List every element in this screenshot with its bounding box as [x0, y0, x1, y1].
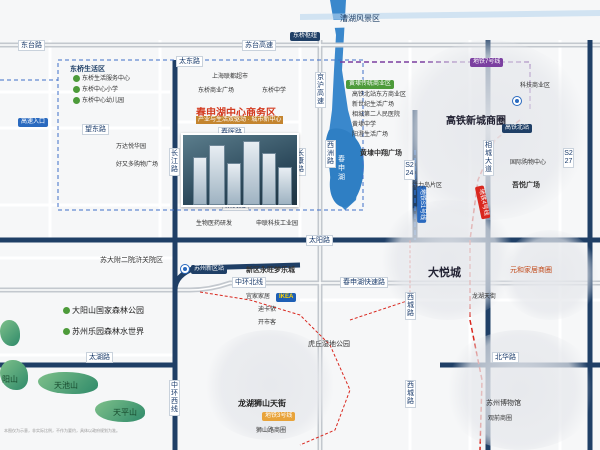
guanqian-label: 观前商圈 — [488, 416, 513, 422]
changtian-road-tag: 长江路 — [169, 148, 180, 176]
education-header: 黄埭传统商业区 — [346, 80, 395, 89]
mall2-label: 吾悦广场 — [512, 182, 540, 189]
tourist-label: 国际购物中心 — [510, 160, 547, 166]
right-poi-2: 新世纪生活广场 — [352, 102, 395, 108]
park2-label: 苏州乐园森林水世界 — [72, 327, 144, 336]
plaza-label: 黄埭中翔广场 — [360, 150, 402, 157]
beihua-lower-tag: 北华路 — [492, 352, 519, 363]
taiyang-road-tag: 太阳路 — [306, 235, 333, 246]
hill-yangshan — [0, 360, 28, 390]
jinghu-expressway-tag: 京沪高速 — [315, 72, 326, 108]
hsr-station-tag: 高铁北站 — [502, 124, 533, 133]
right-poi-4: 黄埭中学 — [352, 122, 377, 128]
center-commercial: 东桥商业广场 — [198, 88, 235, 94]
longhu-bubble — [200, 330, 340, 440]
hub-metro-icon — [180, 264, 190, 274]
hsr-circle-label: 高铁新城商圈 — [446, 116, 506, 127]
zhonghuan-north-tag: 中环北线 — [232, 277, 266, 288]
longhu-tianjie-label: 龙湖天街 — [472, 294, 497, 300]
hill2-label: 天池山 — [54, 381, 78, 390]
right-poi-3: 相城第二人民医院 — [352, 112, 401, 118]
taidong-road-tag: 太东路 — [176, 56, 203, 67]
zhonghuan-west-tag: 中环西线 — [169, 380, 180, 416]
xiangcheng-road-tag: 相城大道 — [483, 140, 494, 176]
hill-small — [0, 320, 20, 346]
project-title: 春申湖中心商务区 — [196, 108, 276, 119]
hill3-label: 天平山 — [113, 408, 137, 417]
village-poi-2: 好又多购物广场 — [116, 162, 159, 168]
hill-tianping — [95, 400, 145, 422]
village-poi-1: 万达悦华园 — [116, 144, 147, 150]
s224-tag: S224 — [404, 160, 415, 180]
west-road-tag: 西城路 — [405, 292, 416, 320]
hospital-label: 苏大附二院浒关院区 — [100, 257, 163, 264]
yuanhe-label: 元和家居商圈 — [510, 267, 552, 274]
metro3-line — [199, 291, 351, 446]
metro3-tag: 地铁3号线 — [262, 412, 296, 421]
disclaimer-text: 本图仅为示意，非实际比例，不作为要约，具体以政府规划为准。 — [4, 428, 120, 433]
tech-label: 科技商业区 — [520, 83, 551, 89]
center-supermarket: 上海联都超市 — [212, 74, 249, 80]
mall-label: 大悦城 — [428, 267, 461, 279]
park1-label: 大阳山国家森林公园 — [72, 306, 144, 315]
industry-label: 申联科技工业园 — [256, 221, 299, 227]
museum-bubble — [440, 330, 600, 450]
hill1-label: 阳山 — [2, 375, 18, 384]
yongwang-label: 新区永旺梦乐城 — [246, 267, 295, 274]
dongqiao-life-header: 东桥生活区 — [70, 66, 105, 73]
mall-bubble — [378, 200, 518, 320]
project-rendering — [181, 133, 299, 207]
huqiu-park-label: 虎丘湿地公园 — [308, 341, 350, 348]
left-poi-1: 东桥生活服务中心 — [82, 76, 131, 82]
park1-dot — [63, 307, 70, 314]
right-poi-1: 高铁北站东方商业区 — [352, 92, 407, 98]
museum-label: 苏州博物馆 — [486, 400, 521, 407]
shishan-label: 狮山路商圈 — [256, 428, 287, 434]
highway-entry-tag: 高速入口 — [18, 118, 49, 127]
kaishike-label: 开市客 — [258, 320, 277, 326]
left-poi-2: 东桥中心小学 — [82, 87, 119, 93]
hill-tianchi — [38, 372, 98, 394]
lake-label: 春申湖 — [338, 156, 345, 181]
ikea-logo: IKEA — [276, 293, 297, 302]
hub-station-tag: 苏州新区站 — [191, 265, 228, 274]
yuanhe-bubble — [500, 230, 600, 320]
longhu-label: 龙湖狮山天街 — [238, 399, 286, 408]
left-poi-dot-2 — [73, 86, 80, 93]
right-poi-5: 阳澄生活广场 — [352, 132, 389, 138]
dikalong-label: 迪卡侬 — [258, 307, 277, 313]
wangdong-road-tag: 望东路 — [82, 124, 109, 135]
left-poi-dot-3 — [73, 97, 80, 104]
left-poi-3: 东桥中心幼儿园 — [82, 98, 125, 104]
jiang-square-label: 活力岛片区 — [412, 183, 443, 189]
xizhou-road-tag: 西洲路 — [325, 140, 336, 168]
chunshen-expressway-tag: 春申湖快速路 — [340, 277, 388, 288]
xicheng-road-tag: 西城路 — [405, 380, 416, 408]
district-boundary — [57, 59, 364, 211]
metro-s1-tag: 地铁S1号线 — [417, 185, 427, 224]
sutai-expressway-tag: 苏台高速 — [242, 40, 276, 51]
hsr-metro-icon — [512, 96, 522, 106]
biomedical-label: 生物医药研发 — [196, 221, 233, 227]
s227-tag: S227 — [563, 148, 574, 168]
taiyang-lower-tag: 太湖路 — [86, 352, 113, 363]
center-middle-school: 东桥中学 — [262, 88, 287, 94]
metro7-tag: 地铁7号线 — [470, 58, 504, 67]
project-subtitle: 产业与生活双驱动 · 城市新中心 — [196, 116, 284, 124]
left-poi-dot-1 — [73, 75, 80, 82]
scenic-area-label: 漕湖风景区 — [340, 14, 380, 23]
dongtai-top-tag: 东台路 — [18, 40, 45, 51]
park2-dot — [63, 328, 70, 335]
ikea-area-label: 宜家家居 — [246, 294, 271, 300]
dongqiao-exit-tag: 东桥枢纽 — [290, 32, 321, 41]
